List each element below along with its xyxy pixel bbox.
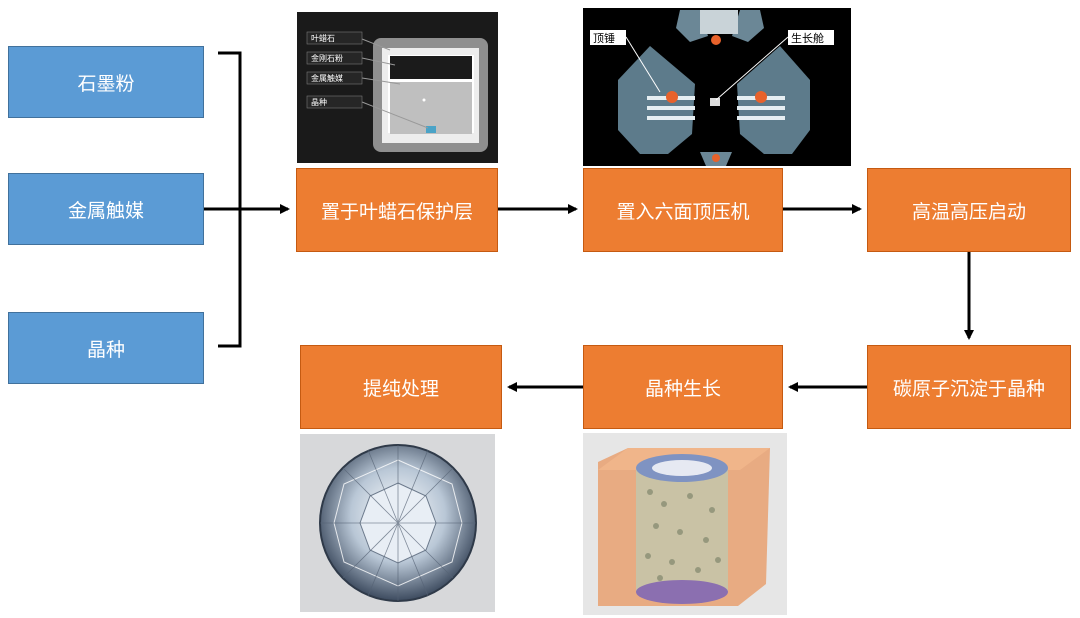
label-metal-catalyst: 金属触媒 [311, 73, 343, 83]
step-carbon-deposit-label: 碳原子沉淀于晶种 [892, 377, 1045, 400]
step-seed-growth: 晶种生长 [583, 345, 783, 429]
step-pyrophyllite-label: 置于叶蜡石保护层 [320, 200, 473, 223]
label-graphite-powder: 金刚石粉 [311, 53, 343, 63]
input-seed: 晶种 [8, 312, 204, 384]
inputs-bracket [218, 51, 242, 348]
input-catalyst-label: 金属触媒 [67, 199, 144, 222]
step-cubic-press: 置入六面顶压机 [583, 168, 783, 252]
input-graphite: 石墨粉 [8, 46, 204, 118]
step-purification-label: 提纯处理 [362, 377, 439, 400]
step-carbon-deposit: 碳原子沉淀于晶种 [867, 345, 1071, 429]
step-hpht-label: 高温高压启动 [911, 200, 1026, 223]
input-graphite-label: 石墨粉 [77, 72, 135, 95]
label-seed: 晶种 [311, 97, 327, 107]
label-anvil: 顶锤 [593, 31, 615, 45]
input-catalyst: 金属触媒 [8, 173, 204, 245]
step-pyrophyllite-layer: 置于叶蜡石保护层 [296, 168, 498, 252]
step-cubic-press-label: 置入六面顶压机 [616, 200, 750, 223]
label-pyrophyllite: 叶蜡石 [311, 33, 335, 43]
input-seed-label: 晶种 [86, 338, 125, 361]
step-purification: 提纯处理 [300, 345, 502, 429]
label-growth-cell: 生长舱 [791, 31, 824, 45]
step-seed-growth-label: 晶种生长 [644, 377, 721, 400]
step-hpht-start: 高温高压启动 [867, 168, 1071, 252]
